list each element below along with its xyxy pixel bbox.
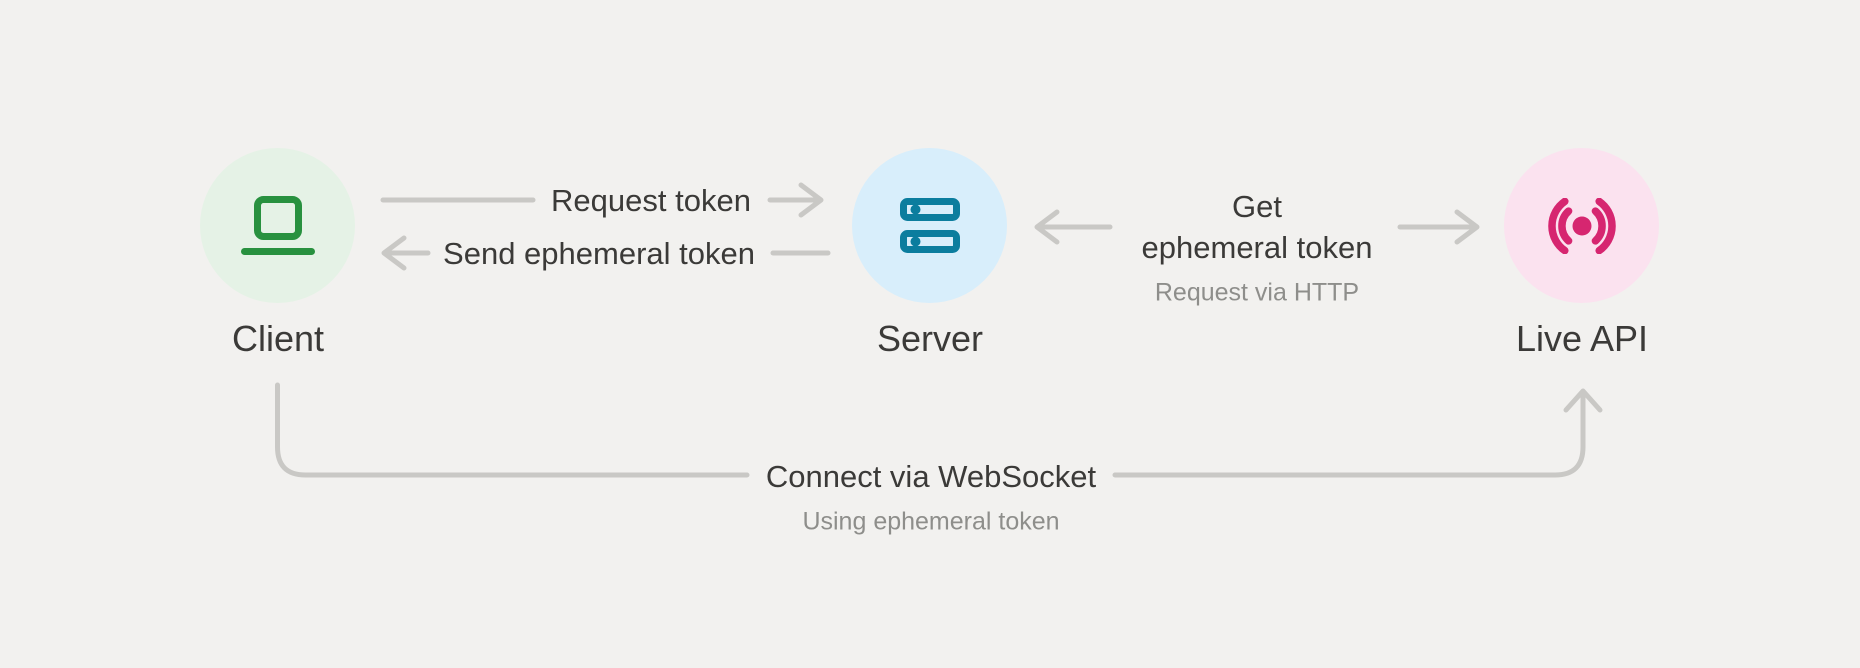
send-ephemeral-token-label: Send ephemeral token [443, 236, 755, 271]
connect-via-websocket-label: Connect via WebSocket [765, 459, 1097, 494]
client-node [200, 148, 355, 303]
broadcast-icon [1547, 197, 1616, 254]
request-via-http-sublabel: Request via HTTP [1154, 278, 1360, 307]
request-token-label: Request token [551, 183, 751, 218]
request-token-arrow [380, 182, 824, 218]
get-ephemeral-token-arrow [1034, 209, 1480, 245]
server-node [852, 148, 1007, 303]
get-ephemeral-token-label-line2: ephemeral token [1141, 230, 1373, 265]
using-ephemeral-token-sublabel: Using ephemeral token [802, 507, 1060, 536]
server-rack-icon [899, 198, 960, 253]
live-api-label: Live API [1515, 318, 1649, 359]
client-label: Client [231, 318, 325, 359]
websocket-connector [275, 382, 1603, 478]
send-ephemeral-token-arrow [381, 235, 831, 271]
get-ephemeral-token-label: Get ephemeral token [1142, 186, 1373, 268]
live-api-node [1504, 148, 1659, 303]
get-ephemeral-token-label-line1: Get [1232, 189, 1282, 224]
laptop-icon [240, 196, 315, 255]
server-label: Server [876, 318, 984, 359]
